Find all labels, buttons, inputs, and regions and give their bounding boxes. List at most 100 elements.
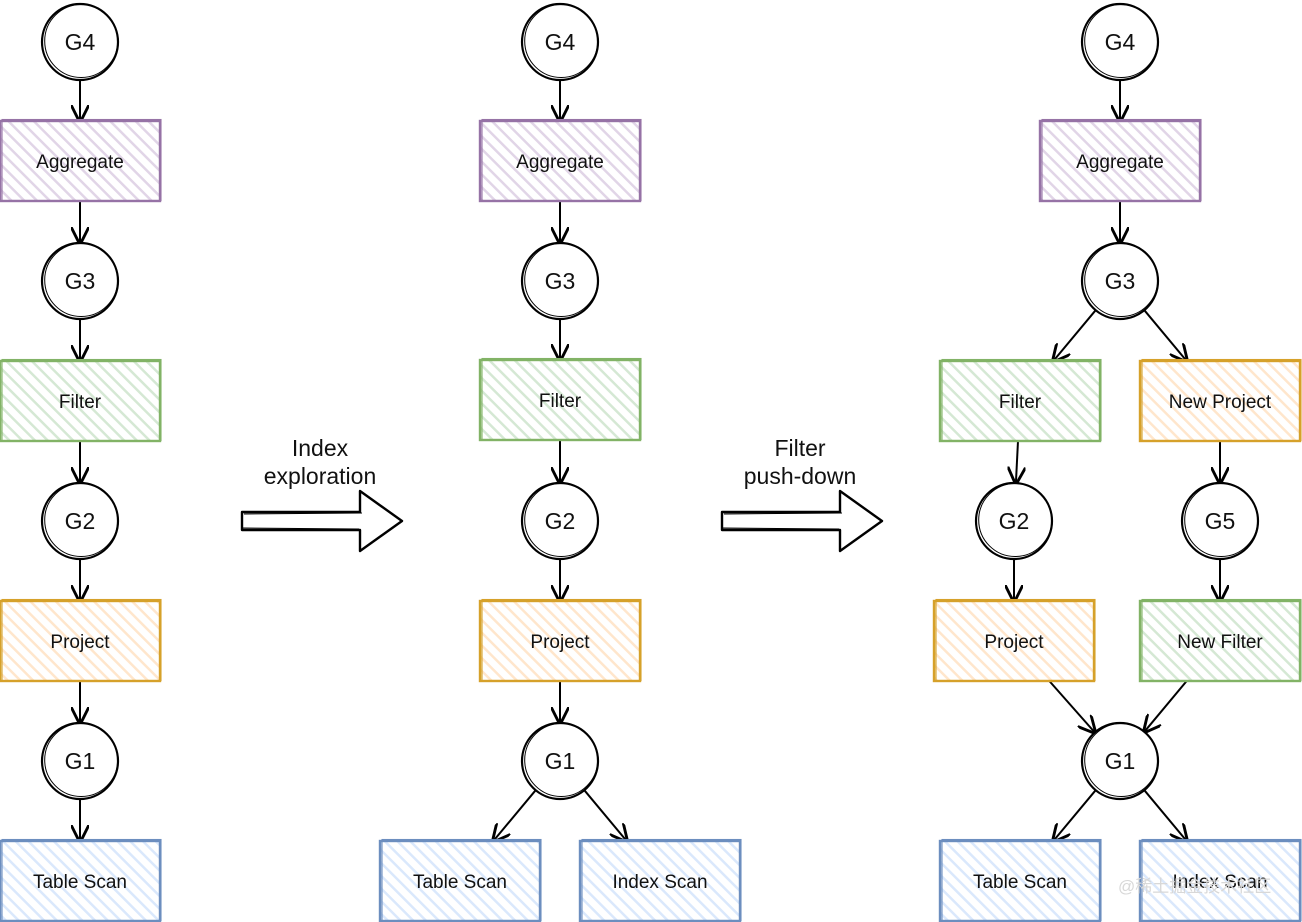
operator-label: Aggregate xyxy=(1076,152,1164,173)
edge-p3-new-filter-to-p3-g1 xyxy=(1144,680,1188,732)
operator-node-p3-project: Project xyxy=(932,598,1096,683)
edge-p3-filter-to-p3-g2 xyxy=(1016,440,1018,483)
operator-label: Table Scan xyxy=(973,872,1067,893)
operator-box xyxy=(478,599,642,683)
group-node-p2-g3: G3 xyxy=(520,241,600,321)
block-arrow-right-icon xyxy=(720,489,884,553)
operator-box xyxy=(1038,119,1202,203)
group-node-p2-g2: G2 xyxy=(520,481,600,561)
operator-label: Index Scan xyxy=(612,872,707,893)
operator-box-sketch xyxy=(1141,838,1302,922)
group-circle-sketch xyxy=(1084,723,1159,797)
group-label: G4 xyxy=(65,29,96,55)
group-label: G4 xyxy=(545,29,576,55)
edge-p3-g3-to-p3-filter xyxy=(1053,309,1097,361)
operator-box-sketch xyxy=(1,358,162,442)
group-circle-sketch xyxy=(524,4,599,78)
edge-p3-project-to-p3-g1 xyxy=(1048,680,1095,733)
edges-layer xyxy=(80,80,1220,841)
operator-box-sketch xyxy=(581,838,742,922)
operator-node-p1-table-scan: Table Scan xyxy=(0,838,162,922)
block-arrow-sketch xyxy=(722,512,843,530)
operator-box xyxy=(1138,839,1302,922)
edge-p3-g1-to-p3-table-scan xyxy=(1053,789,1097,841)
edge-p2-g1-to-p2-index-scan xyxy=(583,789,626,841)
group-label: G1 xyxy=(65,748,96,774)
operator-box xyxy=(0,119,162,203)
operator-label: Index Scan xyxy=(1172,872,1267,893)
operator-box-sketch xyxy=(935,598,1096,682)
group-label: G2 xyxy=(545,508,576,534)
edge-p3-g1-to-p3-index-scan xyxy=(1143,789,1186,841)
group-node-p1-g3: G3 xyxy=(40,241,120,321)
operator-box xyxy=(478,119,642,203)
operator-box xyxy=(938,839,1102,922)
operator-node-p3-new-project: New Project xyxy=(1138,358,1302,443)
operator-box-sketch xyxy=(481,357,642,441)
group-label: G4 xyxy=(1105,29,1136,55)
group-circle-sketch xyxy=(1184,483,1259,557)
operator-label: Filter xyxy=(59,392,102,413)
operator-box-sketch xyxy=(1,598,162,682)
operator-node-p2-aggregate: Aggregate xyxy=(478,118,642,203)
operator-box-sketch xyxy=(1141,598,1302,682)
operator-label: Table Scan xyxy=(413,872,507,893)
group-circle-sketch xyxy=(44,243,119,317)
operator-box xyxy=(1138,599,1302,683)
group-node-p1-g1: G1 xyxy=(40,721,120,801)
operator-box xyxy=(938,359,1102,443)
group-circle-sketch xyxy=(978,483,1053,557)
block-arrow-right-icon xyxy=(240,489,404,553)
operator-node-p2-index-scan: Index Scan xyxy=(578,838,742,922)
group-label: G2 xyxy=(65,508,96,534)
operator-node-p3-new-filter: New Filter xyxy=(1138,598,1302,683)
group-node-p1-g4: G4 xyxy=(40,2,120,82)
operator-box-sketch xyxy=(941,838,1102,922)
group-label: G1 xyxy=(1105,748,1136,774)
group-node-p3-g3: G3 xyxy=(1080,241,1160,321)
operator-label: Aggregate xyxy=(36,152,124,173)
operator-node-p3-index-scan: Index Scan xyxy=(1138,838,1302,922)
group-node-p3-g4: G4 xyxy=(1080,2,1160,82)
group-label: G2 xyxy=(999,508,1030,534)
group-node-p3-g5: G5 xyxy=(1180,481,1260,561)
operator-label: New Project xyxy=(1169,392,1272,413)
operator-box xyxy=(932,599,1096,683)
group-label: G3 xyxy=(545,268,576,294)
group-node-p2-g1: G1 xyxy=(520,721,600,801)
group-circle-sketch xyxy=(1084,243,1159,317)
group-label: G3 xyxy=(1105,268,1136,294)
operator-node-p1-project: Project xyxy=(0,598,162,683)
operator-node-p3-table-scan: Table Scan xyxy=(938,838,1102,922)
group-circle-sketch xyxy=(524,723,599,797)
operator-box xyxy=(378,839,542,922)
operator-box xyxy=(0,599,162,683)
operator-box-sketch xyxy=(1,118,162,202)
group-node-p3-g2: G2 xyxy=(974,481,1054,561)
operator-box-sketch xyxy=(1,838,162,922)
watermark-text: @稀土掘金技术社区 xyxy=(1118,877,1271,896)
operator-node-p3-aggregate: Aggregate xyxy=(1038,118,1202,203)
group-label: G1 xyxy=(545,748,576,774)
operator-label: Aggregate xyxy=(516,152,604,173)
operator-label: Project xyxy=(530,632,590,653)
operator-node-p2-table-scan: Table Scan xyxy=(378,838,542,922)
operator-node-p2-project: Project xyxy=(478,598,642,683)
operator-node-p1-aggregate: Aggregate xyxy=(0,118,162,203)
group-node-p3-g1: G1 xyxy=(1080,721,1160,801)
group-node-p1-g2: G2 xyxy=(40,481,120,561)
operator-node-p3-filter: Filter xyxy=(938,358,1102,443)
operator-box xyxy=(578,839,742,922)
group-circle-sketch xyxy=(44,4,119,78)
group-circle-sketch xyxy=(44,723,119,797)
operator-box-sketch xyxy=(481,118,642,202)
transition-label-line2: exploration xyxy=(264,463,377,489)
operator-label: Filter xyxy=(539,391,582,412)
edge-p3-g3-to-p3-new-project xyxy=(1143,309,1186,361)
transition-label-line2: push-down xyxy=(744,463,857,489)
